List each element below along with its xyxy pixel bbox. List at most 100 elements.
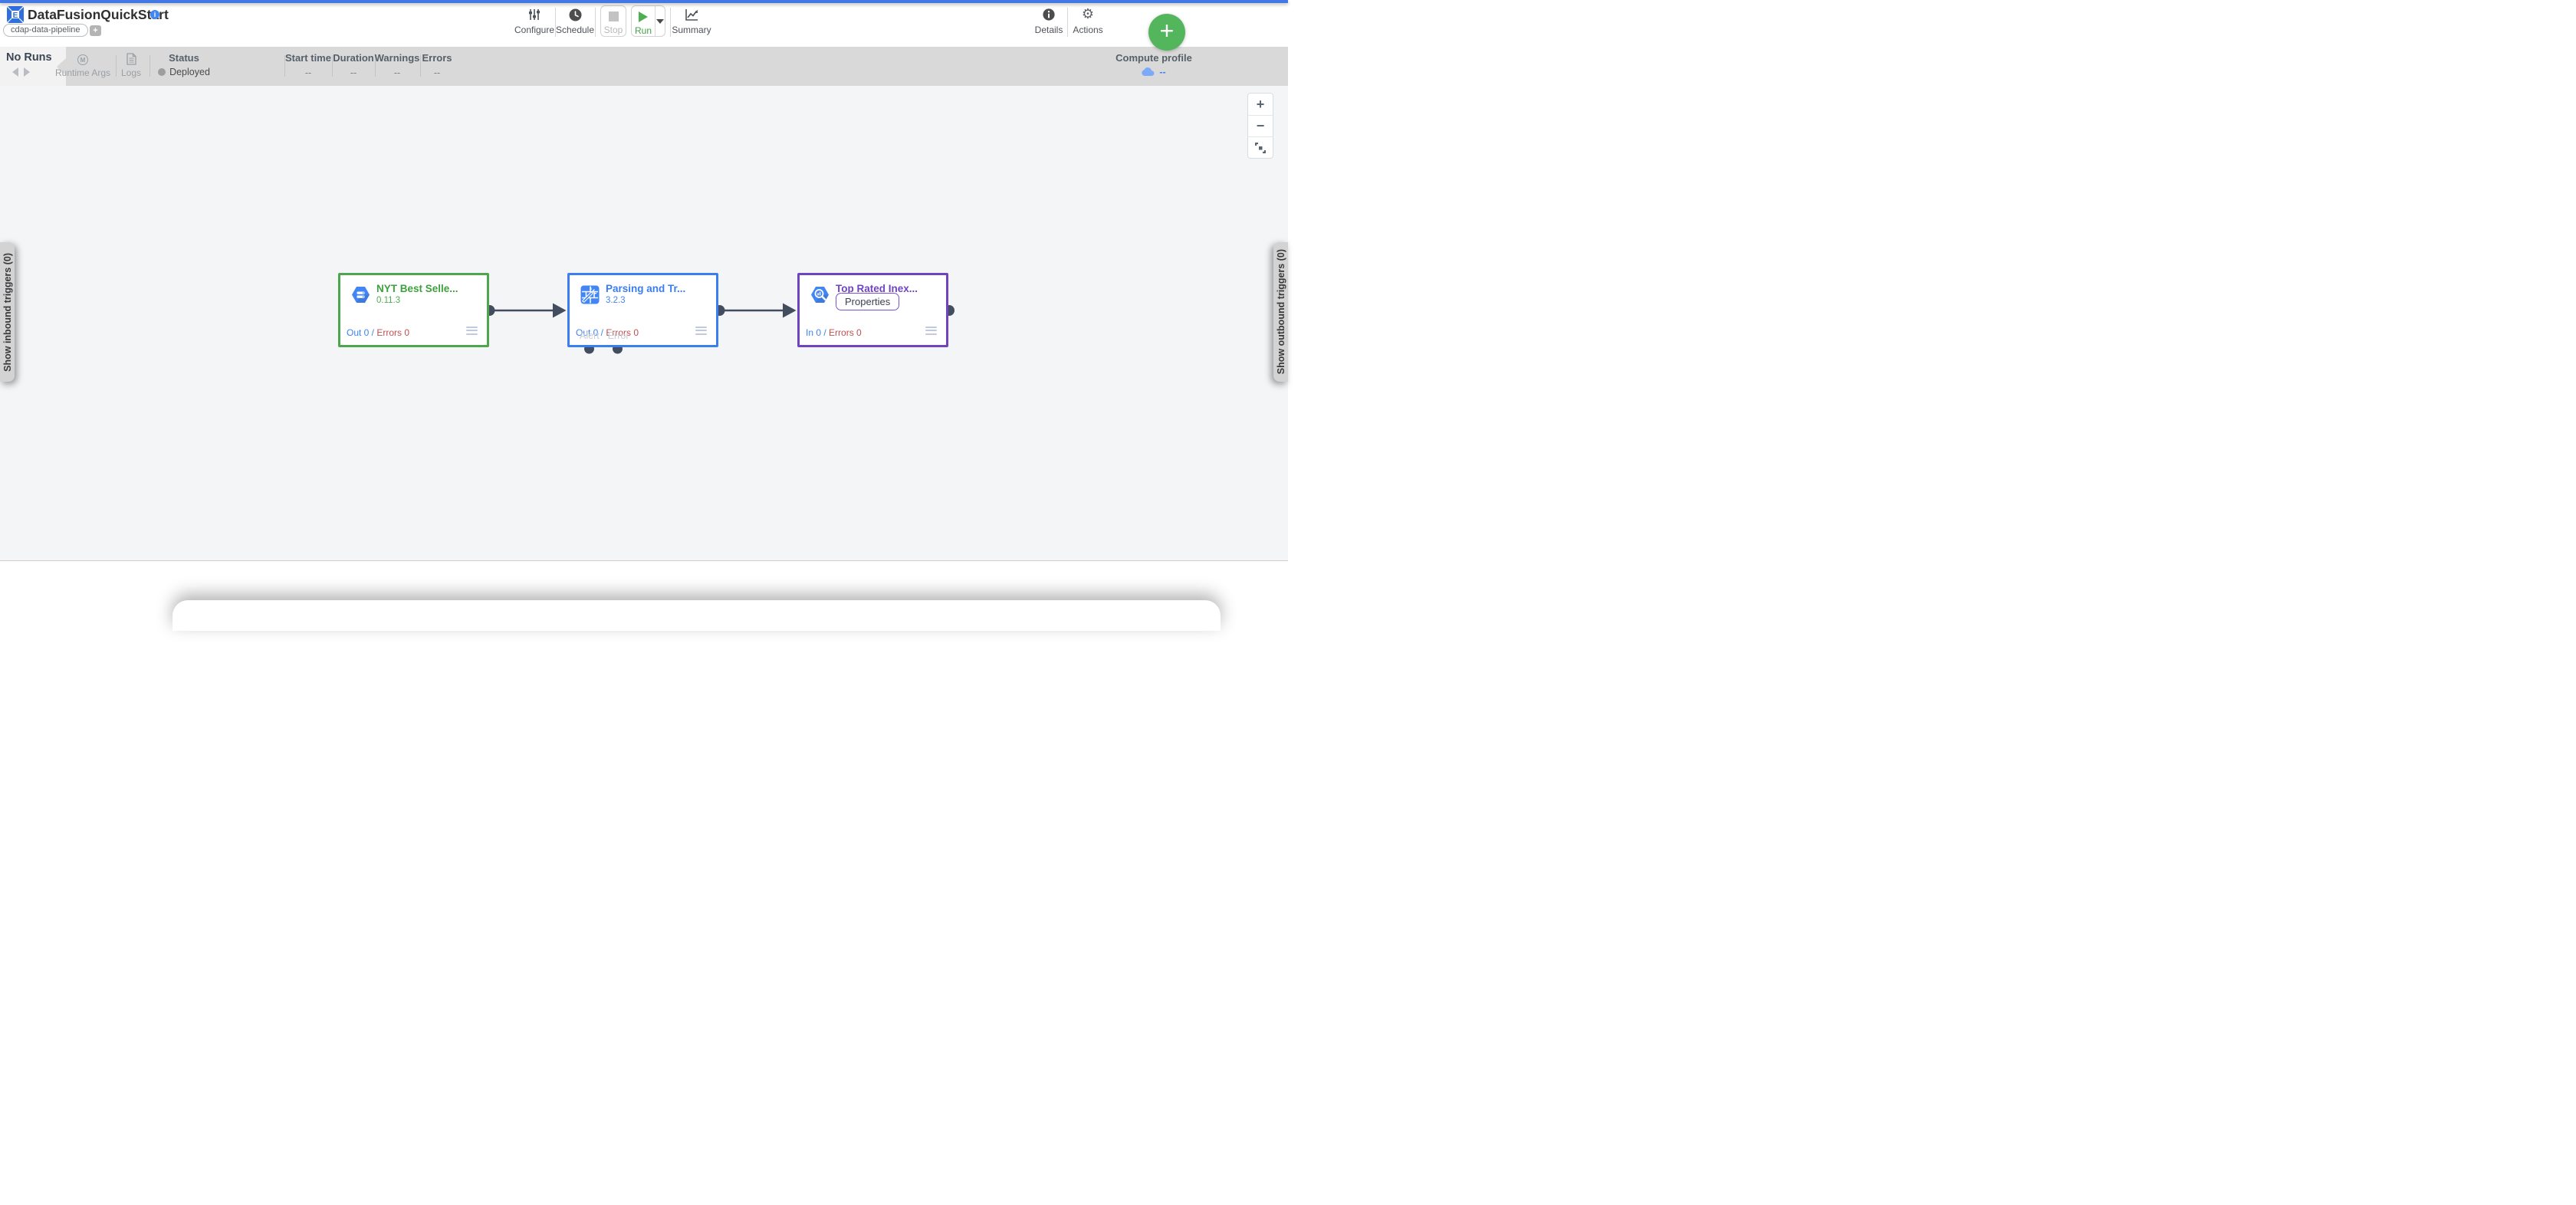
node-menu-icon[interactable]	[695, 326, 707, 337]
status-value: Deployed	[169, 67, 210, 77]
logs-button[interactable]: Logs	[97, 47, 166, 78]
errors-metric-link[interactable]: Errors 0	[376, 327, 410, 338]
run-label: Run	[634, 25, 652, 36]
outbound-triggers-tab[interactable]: Show outbound triggers (0)	[1273, 242, 1288, 382]
error-port-label[interactable]: Error	[607, 330, 629, 341]
node-menu-icon[interactable]	[925, 326, 937, 337]
canvas-zoom-controls: + −	[1247, 93, 1273, 159]
compute-profile: Compute profile --	[1092, 47, 1215, 77]
pipeline-node-transform[interactable]: Parsing and Tr... 3.2.3 Out 0 / Errors 0…	[567, 273, 718, 347]
node-title: NYT Best Selle...	[376, 283, 458, 294]
toolbar-divider	[595, 8, 596, 37]
pipeline-node-source[interactable]: NYT Best Selle... 0.11.3 Out 0 / Errors …	[338, 273, 489, 347]
warnings-column: Warnings --	[363, 47, 432, 78]
chart-line-icon	[661, 6, 722, 23]
status-dot-icon	[158, 68, 166, 76]
out-metric-link[interactable]: Out 0 /	[347, 327, 375, 338]
summary-label: Summary	[672, 25, 711, 35]
actions-label: Actions	[1073, 25, 1103, 35]
pipeline-canvas[interactable]: NYT Best Selle... 0.11.3 Out 0 / Errors …	[0, 86, 1288, 561]
stop-button[interactable]: Stop	[600, 5, 626, 37]
details-button[interactable]: Details	[1018, 6, 1079, 35]
runs-bar-divider	[420, 55, 421, 77]
runs-bar-divider	[375, 55, 376, 77]
svg-text:E: E	[13, 11, 18, 20]
actions-button[interactable]: ⚙ Actions	[1057, 6, 1119, 36]
play-icon	[639, 11, 648, 22]
stop-label: Stop	[603, 25, 623, 35]
duration-column: Duration --	[319, 47, 388, 78]
errors-metric-link[interactable]: Errors 0	[606, 327, 639, 338]
stop-icon	[608, 11, 619, 21]
engine-tag: cdap-data-pipeline	[3, 24, 88, 37]
node-menu-icon[interactable]	[466, 326, 478, 337]
runtime-args-button[interactable]: M Runtime Args	[48, 47, 117, 78]
node-metrics: Out 0 / Errors 0	[576, 327, 639, 338]
previous-run-icon[interactable]	[12, 67, 18, 77]
toolbar-divider	[555, 8, 556, 37]
logs-label: Logs	[120, 67, 142, 78]
in-metric-link[interactable]: In 0 /	[806, 327, 826, 338]
zoom-out-button[interactable]: −	[1248, 115, 1273, 136]
schedule-label: Schedule	[555, 25, 595, 35]
duration-value: --	[350, 67, 357, 78]
node-port-labels: Alert Error	[580, 330, 629, 341]
inbound-triggers-tab[interactable]: Show inbound triggers (0)	[0, 242, 15, 382]
toolbar-divider	[670, 8, 671, 37]
configure-label: Configure	[514, 25, 555, 35]
configure-button[interactable]: Configure	[504, 6, 565, 35]
schedule-button[interactable]: Schedule	[544, 6, 606, 35]
warnings-header: Warnings	[374, 52, 420, 64]
details-label: Details	[1034, 25, 1063, 35]
add-tag-button[interactable]: +	[90, 25, 101, 36]
run-button[interactable]: Run	[632, 6, 656, 36]
pipeline-info-icon[interactable]: i	[150, 10, 159, 19]
run-selector-pointer	[57, 58, 66, 75]
sliders-icon	[504, 6, 565, 23]
compute-profile-header: Compute profile	[1116, 52, 1192, 64]
node-title: Parsing and Tr...	[606, 283, 686, 294]
page-title: DataFusionQuickStart	[28, 7, 169, 22]
run-options-dropdown[interactable]	[656, 6, 665, 36]
add-entity-fab-button[interactable]: +	[1148, 14, 1185, 51]
chevron-down-icon	[656, 18, 664, 24]
pipeline-node-sink[interactable]: Top Rated Inex... Properties In 0 / Erro…	[797, 273, 948, 347]
run-button-group: Run	[631, 5, 665, 37]
header: E DataFusionQuickStart i cdap-data-pipel…	[0, 3, 1288, 47]
storage-hexagon-icon	[352, 287, 370, 303]
clock-icon	[544, 6, 606, 23]
start-time-value: --	[304, 67, 312, 78]
summary-button[interactable]: Summary	[661, 6, 722, 35]
zoom-in-button[interactable]: +	[1256, 96, 1265, 112]
outbound-triggers-label: Show outbound triggers (0)	[1275, 249, 1286, 375]
gear-icon: ⚙	[1081, 6, 1095, 22]
node-metrics: Out 0 / Errors 0	[347, 327, 409, 338]
runs-bar-divider	[284, 55, 285, 77]
properties-button[interactable]: Properties	[836, 293, 900, 310]
wrangler-icon	[580, 285, 600, 304]
fit-to-screen-button[interactable]	[1248, 136, 1273, 158]
errors-metric-link[interactable]: Errors 0	[829, 327, 862, 338]
cdap-logo-icon: E	[7, 6, 24, 23]
no-runs-label: No Runs	[6, 51, 52, 64]
inbound-triggers-label: Show inbound triggers (0)	[2, 252, 13, 372]
cloud-icon	[1142, 67, 1155, 76]
next-run-icon[interactable]	[24, 67, 30, 77]
start-time-column: Start time --	[274, 47, 343, 78]
run-selector: No Runs	[0, 47, 66, 86]
duration-header: Duration	[333, 52, 374, 64]
bigquery-hexagon-icon	[811, 287, 829, 303]
details-info-icon	[1018, 6, 1079, 23]
out-metric-link[interactable]: Out 0 /	[576, 327, 604, 338]
runtime-args-label: Runtime Args	[54, 67, 111, 78]
node-title: Top Rated Inex...	[836, 283, 918, 294]
errors-header: Errors	[422, 52, 452, 64]
toolbar-divider	[1067, 8, 1068, 37]
warnings-value: --	[393, 67, 401, 78]
fit-to-screen-icon	[1255, 142, 1266, 153]
alert-port-label[interactable]: Alert	[580, 330, 600, 341]
document-icon	[126, 53, 136, 65]
start-time-header: Start time	[285, 52, 331, 64]
app-top-strip	[0, 0, 1288, 3]
status-header: Status	[169, 52, 199, 64]
